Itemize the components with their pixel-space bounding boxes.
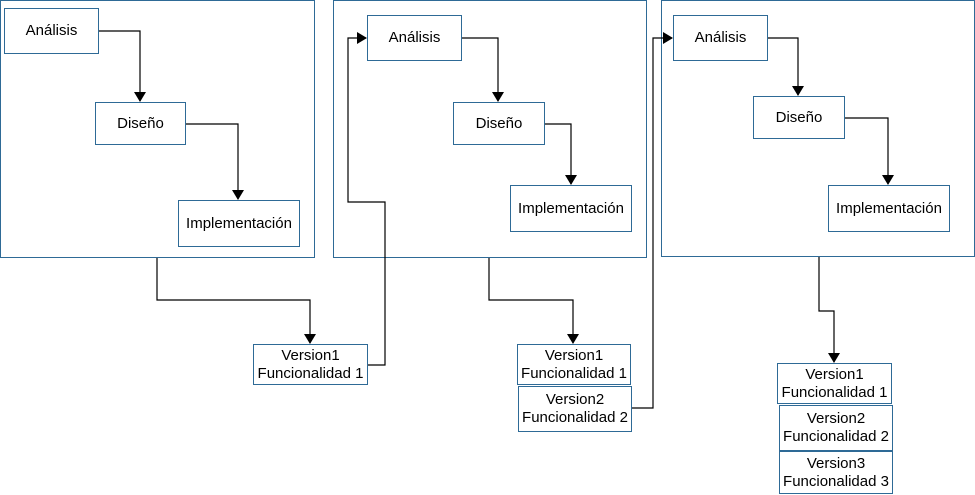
iteration-2-version-2-node: Version2 Funcionalidad 2 (518, 386, 632, 432)
iteration-3-version-1-node: Version1 Funcionalidad 1 (777, 363, 892, 404)
version-label: Version1 (281, 346, 340, 364)
edge-iteration-3-to-version (818, 257, 840, 363)
iteration-2-version-1-node: Version1 Funcionalidad 1 (517, 344, 631, 385)
iteration-3-design-node: Diseño (753, 96, 845, 139)
iteration-1-analysis-node: Análisis (4, 8, 99, 54)
functionality-label: Funcionalidad 3 (783, 472, 889, 490)
functionality-label: Funcionalidad 1 (257, 364, 364, 382)
node-label: Implementación (836, 199, 942, 217)
iteration-1-version-1-node: Version1 Funcionalidad 1 (253, 344, 368, 385)
node-label: Diseño (117, 114, 164, 132)
node-label: Análisis (25, 22, 78, 39)
node-label: Análisis (694, 29, 747, 46)
edge-iteration-1-to-version (156, 258, 316, 344)
iteration-1-implementation-node: Implementación (178, 200, 300, 247)
iteration-3-version-3-node: Version3 Funcionalidad 3 (779, 451, 893, 494)
functionality-label: Funcionalidad 1 (781, 383, 888, 401)
version-label: Version3 (806, 454, 866, 472)
version-label: Version2 (545, 391, 605, 408)
node-label: Diseño (475, 114, 523, 132)
iteration-2-design-node: Diseño (453, 102, 545, 145)
version-label: Version1 (805, 365, 864, 383)
iteration-3-analysis-node: Análisis (673, 15, 768, 61)
functionality-label: Funcionalidad 2 (522, 409, 628, 426)
node-label: Implementación (186, 214, 292, 232)
iteration-2-analysis-node: Análisis (367, 15, 462, 61)
functionality-label: Funcionalidad 2 (783, 428, 889, 445)
version-label: Version1 (544, 346, 604, 364)
edge-iteration-2-to-version (488, 258, 579, 344)
iteration-1-design-node: Diseño (95, 102, 186, 145)
version-label: Version2 (806, 410, 866, 427)
iteration-2-implementation-node: Implementación (510, 185, 632, 232)
node-label: Implementación (518, 199, 624, 217)
node-label: Diseño (775, 108, 823, 126)
node-label: Análisis (388, 29, 441, 46)
iteration-3-version-2-node: Version2 Funcionalidad 2 (779, 405, 893, 451)
iteration-3-implementation-node: Implementación (828, 185, 950, 232)
functionality-label: Funcionalidad 1 (521, 364, 627, 382)
